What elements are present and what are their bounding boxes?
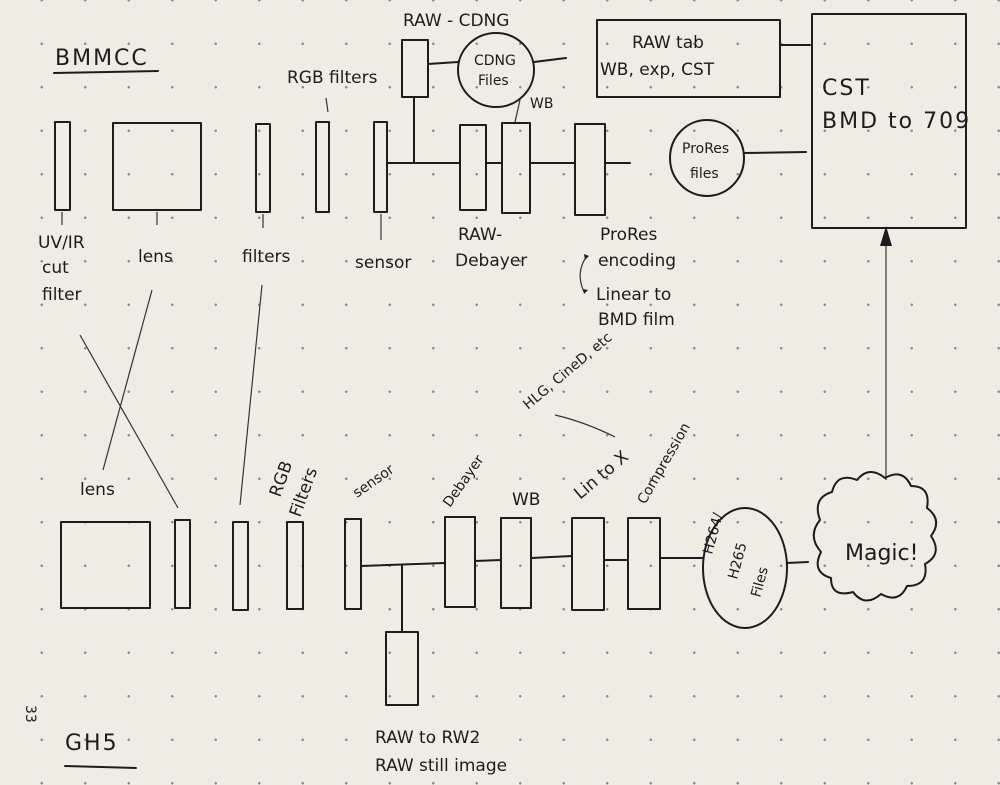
h264-files-bubble xyxy=(702,507,788,629)
rgb-filters-block xyxy=(315,121,330,213)
cdng-files-bubble xyxy=(457,32,535,108)
prores-files-label-2: files xyxy=(690,166,719,182)
prores-encoding-label-2: encoding xyxy=(598,251,676,271)
raw-rw2-label-2: RAW still image xyxy=(375,756,507,776)
label-leaders xyxy=(61,97,521,240)
gh5-lens-block xyxy=(60,521,151,609)
gh5-filter-block xyxy=(174,519,191,609)
raw-tab-label-1: RAW tab xyxy=(632,33,704,53)
magic-label: Magic! xyxy=(845,541,918,566)
gh5-lin-to-x-label: Lin to X xyxy=(570,447,633,504)
uvir-label-3: filter xyxy=(42,285,82,305)
magic-cloud xyxy=(812,471,938,602)
raw-rw2-label-1: RAW to RW2 xyxy=(375,728,480,748)
linear-label-1: Linear to xyxy=(596,285,671,305)
cdng-files-label-2: Files xyxy=(478,73,509,89)
cst-box xyxy=(811,13,967,229)
filters-label: filters xyxy=(242,247,291,267)
cdng-files-label-1: CDNG xyxy=(474,53,516,69)
gh5-pipeline: lens RGB Filters sensor Debayer WB Lin t… xyxy=(22,330,938,776)
bmmcc-title: BMMCC xyxy=(55,46,149,71)
gh5-title: GH5 xyxy=(65,731,119,756)
gh5-wb-block xyxy=(500,517,532,609)
prores-encoding-label-1: ProRes xyxy=(600,225,657,245)
prores-files-bubble xyxy=(669,119,745,197)
cst-label-2: BMD to 709 xyxy=(822,109,971,134)
rgb-filters-label: RGB filters xyxy=(287,68,378,88)
sensor-block xyxy=(373,121,388,213)
linear-label-2: BMD film xyxy=(598,310,675,330)
gh5-debayer-label: Debayer xyxy=(440,452,487,510)
gh5-sensor-label: sensor xyxy=(350,461,397,501)
uvir-filter-block xyxy=(54,121,71,211)
page-number: 33 xyxy=(22,705,38,723)
gh5-lin-to-x-block xyxy=(571,517,605,611)
bmmcc-pipeline: BMMCC RAW - CDNG CDNG Files RAW tab WB, … xyxy=(38,11,971,330)
h264-label-1: H264/ xyxy=(700,511,726,556)
gh5-filter2-block xyxy=(232,521,249,611)
title-underline xyxy=(53,70,159,74)
gh5-sensor-block xyxy=(344,518,362,610)
gh5-title-underline xyxy=(64,765,137,769)
sensor-label: sensor xyxy=(355,253,411,273)
uvir-label-1: UV/IR xyxy=(38,233,85,253)
gh5-compression-block xyxy=(627,517,661,610)
raw-cdng-label: RAW - CDNG xyxy=(403,11,509,31)
prores-files-label-1: ProRes xyxy=(682,141,729,157)
prores-encoding-block xyxy=(574,123,606,216)
raw-tab-label-2: WB, exp, CST xyxy=(600,60,715,80)
cst-label-1: CST xyxy=(822,76,871,101)
wb-label: WB xyxy=(530,96,553,112)
wb-block xyxy=(501,122,531,214)
raw-cdng-block xyxy=(401,39,429,98)
h264-label-2: H265 xyxy=(725,541,750,581)
lens-block xyxy=(112,122,202,211)
arrowheads xyxy=(583,254,589,294)
double-arrow-icon xyxy=(579,255,588,293)
uvir-label-2: cut xyxy=(42,258,69,278)
gh5-compression-label: Compression xyxy=(635,420,694,507)
connector-lines xyxy=(386,44,811,164)
gh5-debayer-block xyxy=(444,516,476,608)
raw-tab-box xyxy=(596,19,781,98)
lens-label: lens xyxy=(138,247,173,267)
cross-leader-lines xyxy=(79,284,263,509)
raw-debayer-label-2: Debayer xyxy=(455,251,527,271)
gh5-lens-label: lens xyxy=(80,480,115,500)
raw-debayer-label-1: RAW- xyxy=(458,225,502,245)
raw-debayer-block xyxy=(459,124,487,211)
gh5-wb-label: WB xyxy=(512,490,540,510)
hlg-leader xyxy=(554,414,616,438)
hlg-label: HLG, CineD, etc xyxy=(520,330,615,413)
filters-block xyxy=(255,123,271,213)
arrow-up-icon xyxy=(880,226,892,246)
gh5-rgb-filters-block xyxy=(286,521,304,610)
h264-label-3: Files xyxy=(748,565,771,599)
gh5-connector-lines xyxy=(360,555,809,633)
gh5-raw-rw2-block xyxy=(385,631,419,706)
